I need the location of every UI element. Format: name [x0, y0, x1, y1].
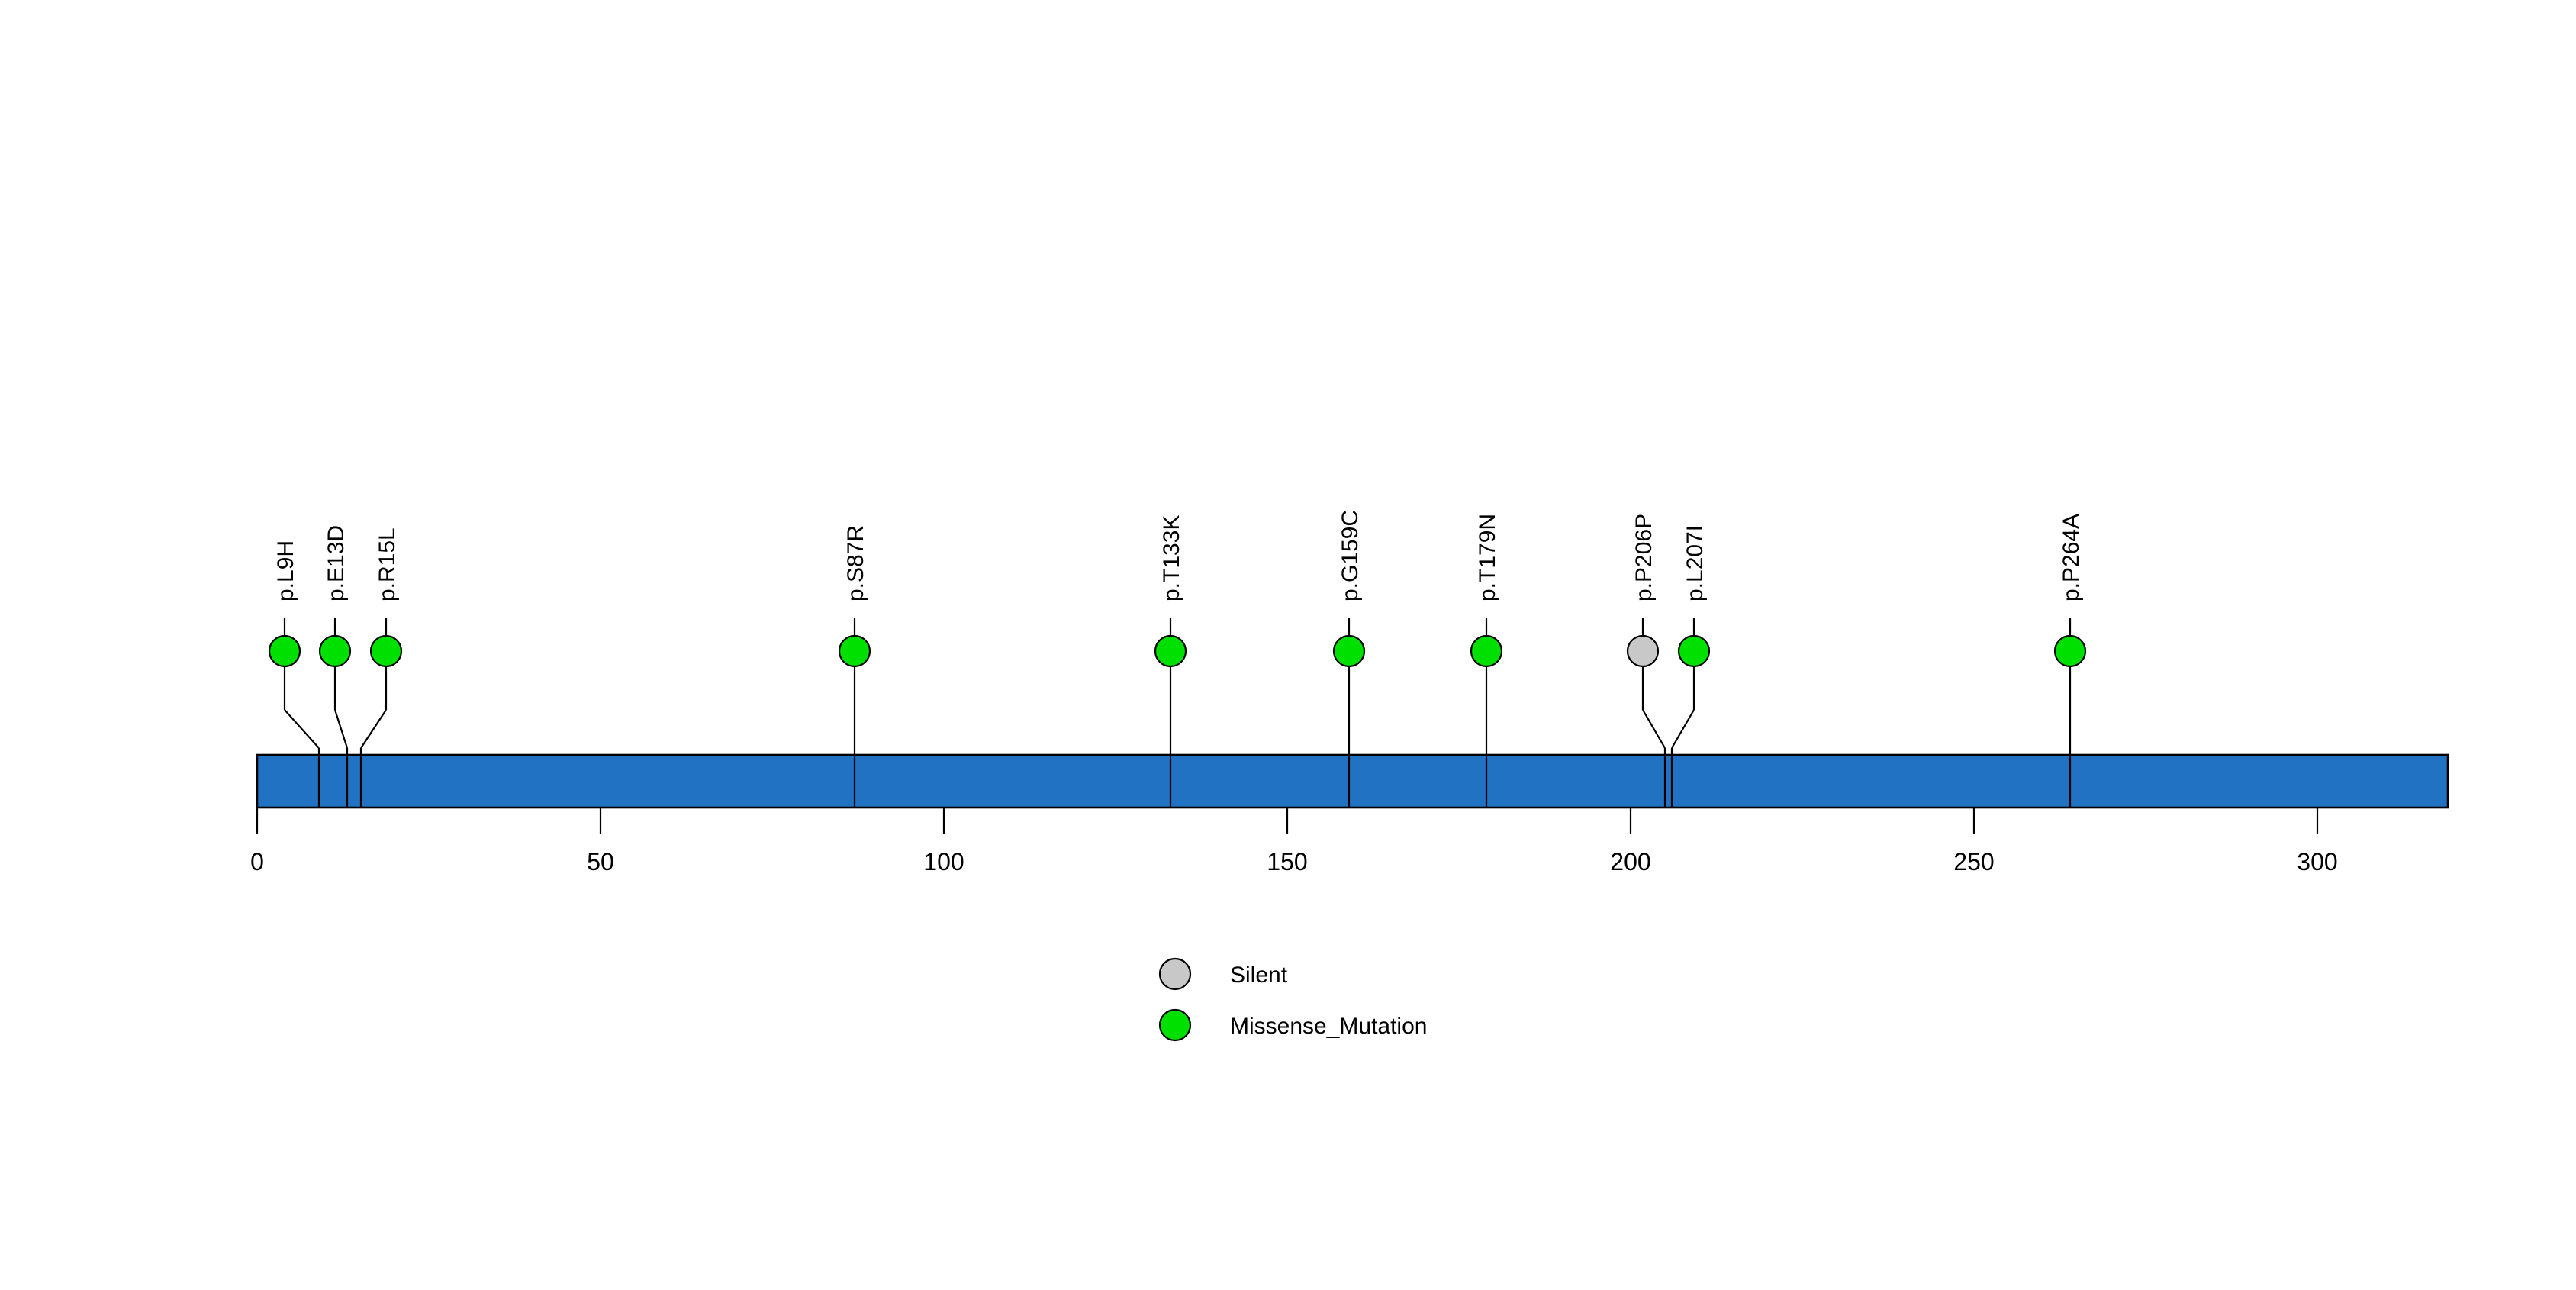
- mutation-label: p.P264A: [2059, 514, 2084, 601]
- x-axis-tick-label: 300: [2297, 848, 2337, 876]
- lollipop-head[interactable]: [838, 634, 871, 668]
- mutation-label: p.R15L: [375, 527, 400, 601]
- x-axis-tick-label: 50: [587, 848, 614, 876]
- lollipop-head[interactable]: [1470, 634, 1503, 668]
- x-axis-tick-label: 200: [1610, 848, 1650, 876]
- x-axis-tick: 0: [250, 808, 264, 876]
- lollipop-head[interactable]: [1677, 634, 1711, 668]
- lollipop-head[interactable]: [369, 634, 403, 668]
- mutation-label: p.S87R: [843, 525, 868, 601]
- x-axis-tick: 150: [1267, 808, 1308, 876]
- mutation-label: p.E13D: [324, 525, 349, 601]
- legend-label: Missense_Mutation: [1230, 1014, 1427, 1039]
- lollipop-head[interactable]: [318, 634, 352, 668]
- x-axis-tick: 200: [1610, 808, 1651, 876]
- x-axis-tick-label: 100: [923, 848, 964, 876]
- x-axis-tick: 300: [2297, 808, 2338, 876]
- mutation-label: p.P206P: [1631, 514, 1657, 601]
- legend-item[interactable]: Missense_Mutation: [1158, 1008, 1427, 1042]
- x-axis-tick-label: 150: [1267, 848, 1307, 876]
- x-axis-tick-label: 250: [1953, 848, 1994, 876]
- mutation-label: p.T133K: [1159, 515, 1184, 601]
- protein-domain-bar: [256, 753, 2449, 809]
- lollipop-head[interactable]: [2053, 634, 2087, 668]
- mutation-label: p.L207I: [1682, 525, 1708, 601]
- lollipop-head[interactable]: [1626, 634, 1660, 668]
- mutation-stems-over-bar-layer: [317, 755, 2072, 808]
- legend-label: Silent: [1230, 963, 1288, 988]
- mutation-labels-layer: p.L9H p.E13D p.R15L p.S87R p.T133K p.G159C p.T…: [273, 510, 2084, 601]
- x-axis-tick-label: 0: [250, 848, 264, 876]
- lollipop-head[interactable]: [268, 634, 301, 668]
- mutation-label: p.T179N: [1475, 514, 1500, 601]
- x-axis-tick: 250: [1953, 808, 1995, 876]
- lollipop-head[interactable]: [1154, 634, 1187, 668]
- legend-swatch-missense-mutation: [1158, 1008, 1192, 1042]
- x-axis-tick: 100: [923, 808, 964, 876]
- protein-domain-bar-layer: [256, 753, 2449, 809]
- x-axis-tick: 50: [587, 808, 614, 876]
- legend-item[interactable]: Silent: [1158, 957, 1288, 991]
- mutation-label: p.L9H: [273, 540, 298, 601]
- x-axis-layer: 0 50 100 150 200 250 300: [250, 808, 2338, 876]
- lollipop-heads-layer: [268, 634, 2087, 668]
- mutation-label: p.G159C: [1338, 510, 1363, 601]
- legend-swatch-silent: [1158, 957, 1192, 991]
- lollipop-head[interactable]: [1332, 634, 1366, 668]
